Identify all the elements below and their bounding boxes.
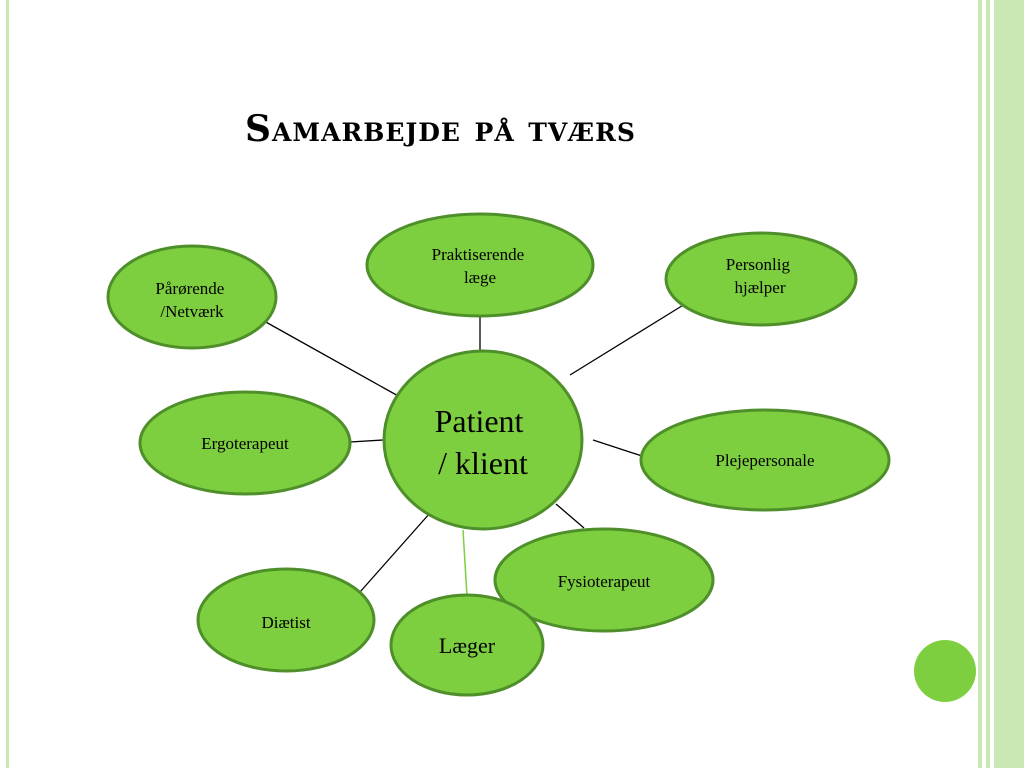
connector-paaroerende-netvaerk (263, 320, 401, 398)
svg-text:Fysioterapeut: Fysioterapeut (558, 572, 651, 591)
left-frame-line (6, 0, 9, 768)
node-ergoterapeut: Ergoterapeut (138, 390, 352, 496)
node-label-line: hjælper (735, 278, 786, 297)
node-laeger: Læger (389, 593, 545, 697)
node-label-line: Praktiserende (432, 245, 525, 264)
node-label-line: /Netværk (160, 302, 224, 321)
svg-text:Plejepersonale: Plejepersonale (715, 451, 814, 470)
svg-text:Patient / klient: Patient / klient (435, 403, 532, 481)
node-label-line: Plejepersonale (715, 451, 814, 470)
connector-fysioterapeut (555, 503, 585, 529)
node-label-line: Diætist (261, 613, 310, 632)
svg-text:Pårørende /Netværk: Pårørende /Netværk (155, 279, 228, 321)
node-personlig-hjaelper: Personlig hjælper (664, 231, 858, 327)
connectors (263, 303, 686, 597)
node-praktiserende-laege: Praktiserende læge (365, 212, 595, 318)
right-frame-stripe-2 (986, 0, 990, 768)
svg-text:Personlig hjælper: Personlig hjælper (726, 255, 794, 297)
right-frame-stripe-1 (978, 0, 982, 768)
svg-text:Praktiserende læge: Praktiserende læge (432, 245, 529, 287)
node-label-line: læge (464, 268, 496, 287)
connector-diaetist (359, 512, 431, 593)
node-label-line: Pårørende (155, 279, 224, 298)
node-label-line: Ergoterapeut (201, 434, 289, 453)
center-node-patient-klient: Patient / klient (382, 349, 584, 531)
connector-laeger (462, 529, 468, 597)
connector-personlig-hjaelper (569, 303, 686, 376)
node-paaroerende-netvaerk: Pårørende /Netværk (106, 244, 278, 350)
node-label-line: Fysioterapeut (558, 572, 651, 591)
connector-plejepersonale (592, 439, 643, 457)
svg-text:Diætist: Diætist (261, 613, 310, 632)
slide-title: Samarbejde på tværs (245, 108, 636, 150)
decorative-green-circle (914, 640, 976, 702)
node-plejepersonale: Plejepersonale (639, 408, 891, 512)
center-label-line: / klient (438, 445, 528, 481)
node-label-line: Læger (439, 633, 496, 658)
svg-text:Ergoterapeut: Ergoterapeut (201, 434, 289, 453)
node-label-line: Personlig (726, 255, 791, 274)
center-label-line: Patient (435, 403, 524, 439)
connector-ergoterapeut (349, 439, 384, 443)
svg-text:Læger: Læger (439, 633, 496, 658)
right-frame-stripe-3 (994, 0, 1024, 768)
node-diaetist: Diætist (196, 567, 376, 673)
node-fysioterapeut: Fysioterapeut (493, 527, 715, 633)
